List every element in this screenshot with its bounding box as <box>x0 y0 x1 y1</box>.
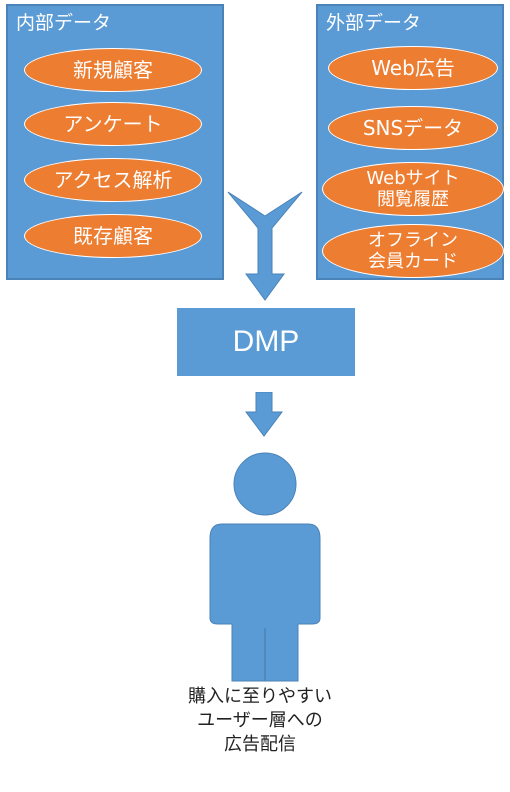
external-data-title: 外部データ <box>326 12 422 34</box>
external-item-browsing-history: Webサイト 閲覧履歴 <box>322 162 504 216</box>
internal-item-access-analysis: アクセス解析 <box>24 158 202 202</box>
external-item-offline-member-card: オフライン 会員カード <box>322 224 504 278</box>
down-arrow-icon <box>245 392 283 437</box>
merge-arrow-icon <box>227 191 303 301</box>
external-item-sns-data: SNSデータ <box>328 106 498 150</box>
internal-item-new-customers: 新規顧客 <box>24 48 202 92</box>
internal-item-survey: アンケート <box>24 102 202 146</box>
internal-item-existing-customers: 既存顧客 <box>24 214 202 258</box>
target-caption: 購入に至りやすい ユーザー層への 広告配信 <box>188 686 332 755</box>
internal-data-title: 内部データ <box>16 12 112 34</box>
person-icon <box>209 452 321 682</box>
external-item-web-ads: Web広告 <box>328 46 498 90</box>
dmp-box: DMP <box>177 308 355 376</box>
